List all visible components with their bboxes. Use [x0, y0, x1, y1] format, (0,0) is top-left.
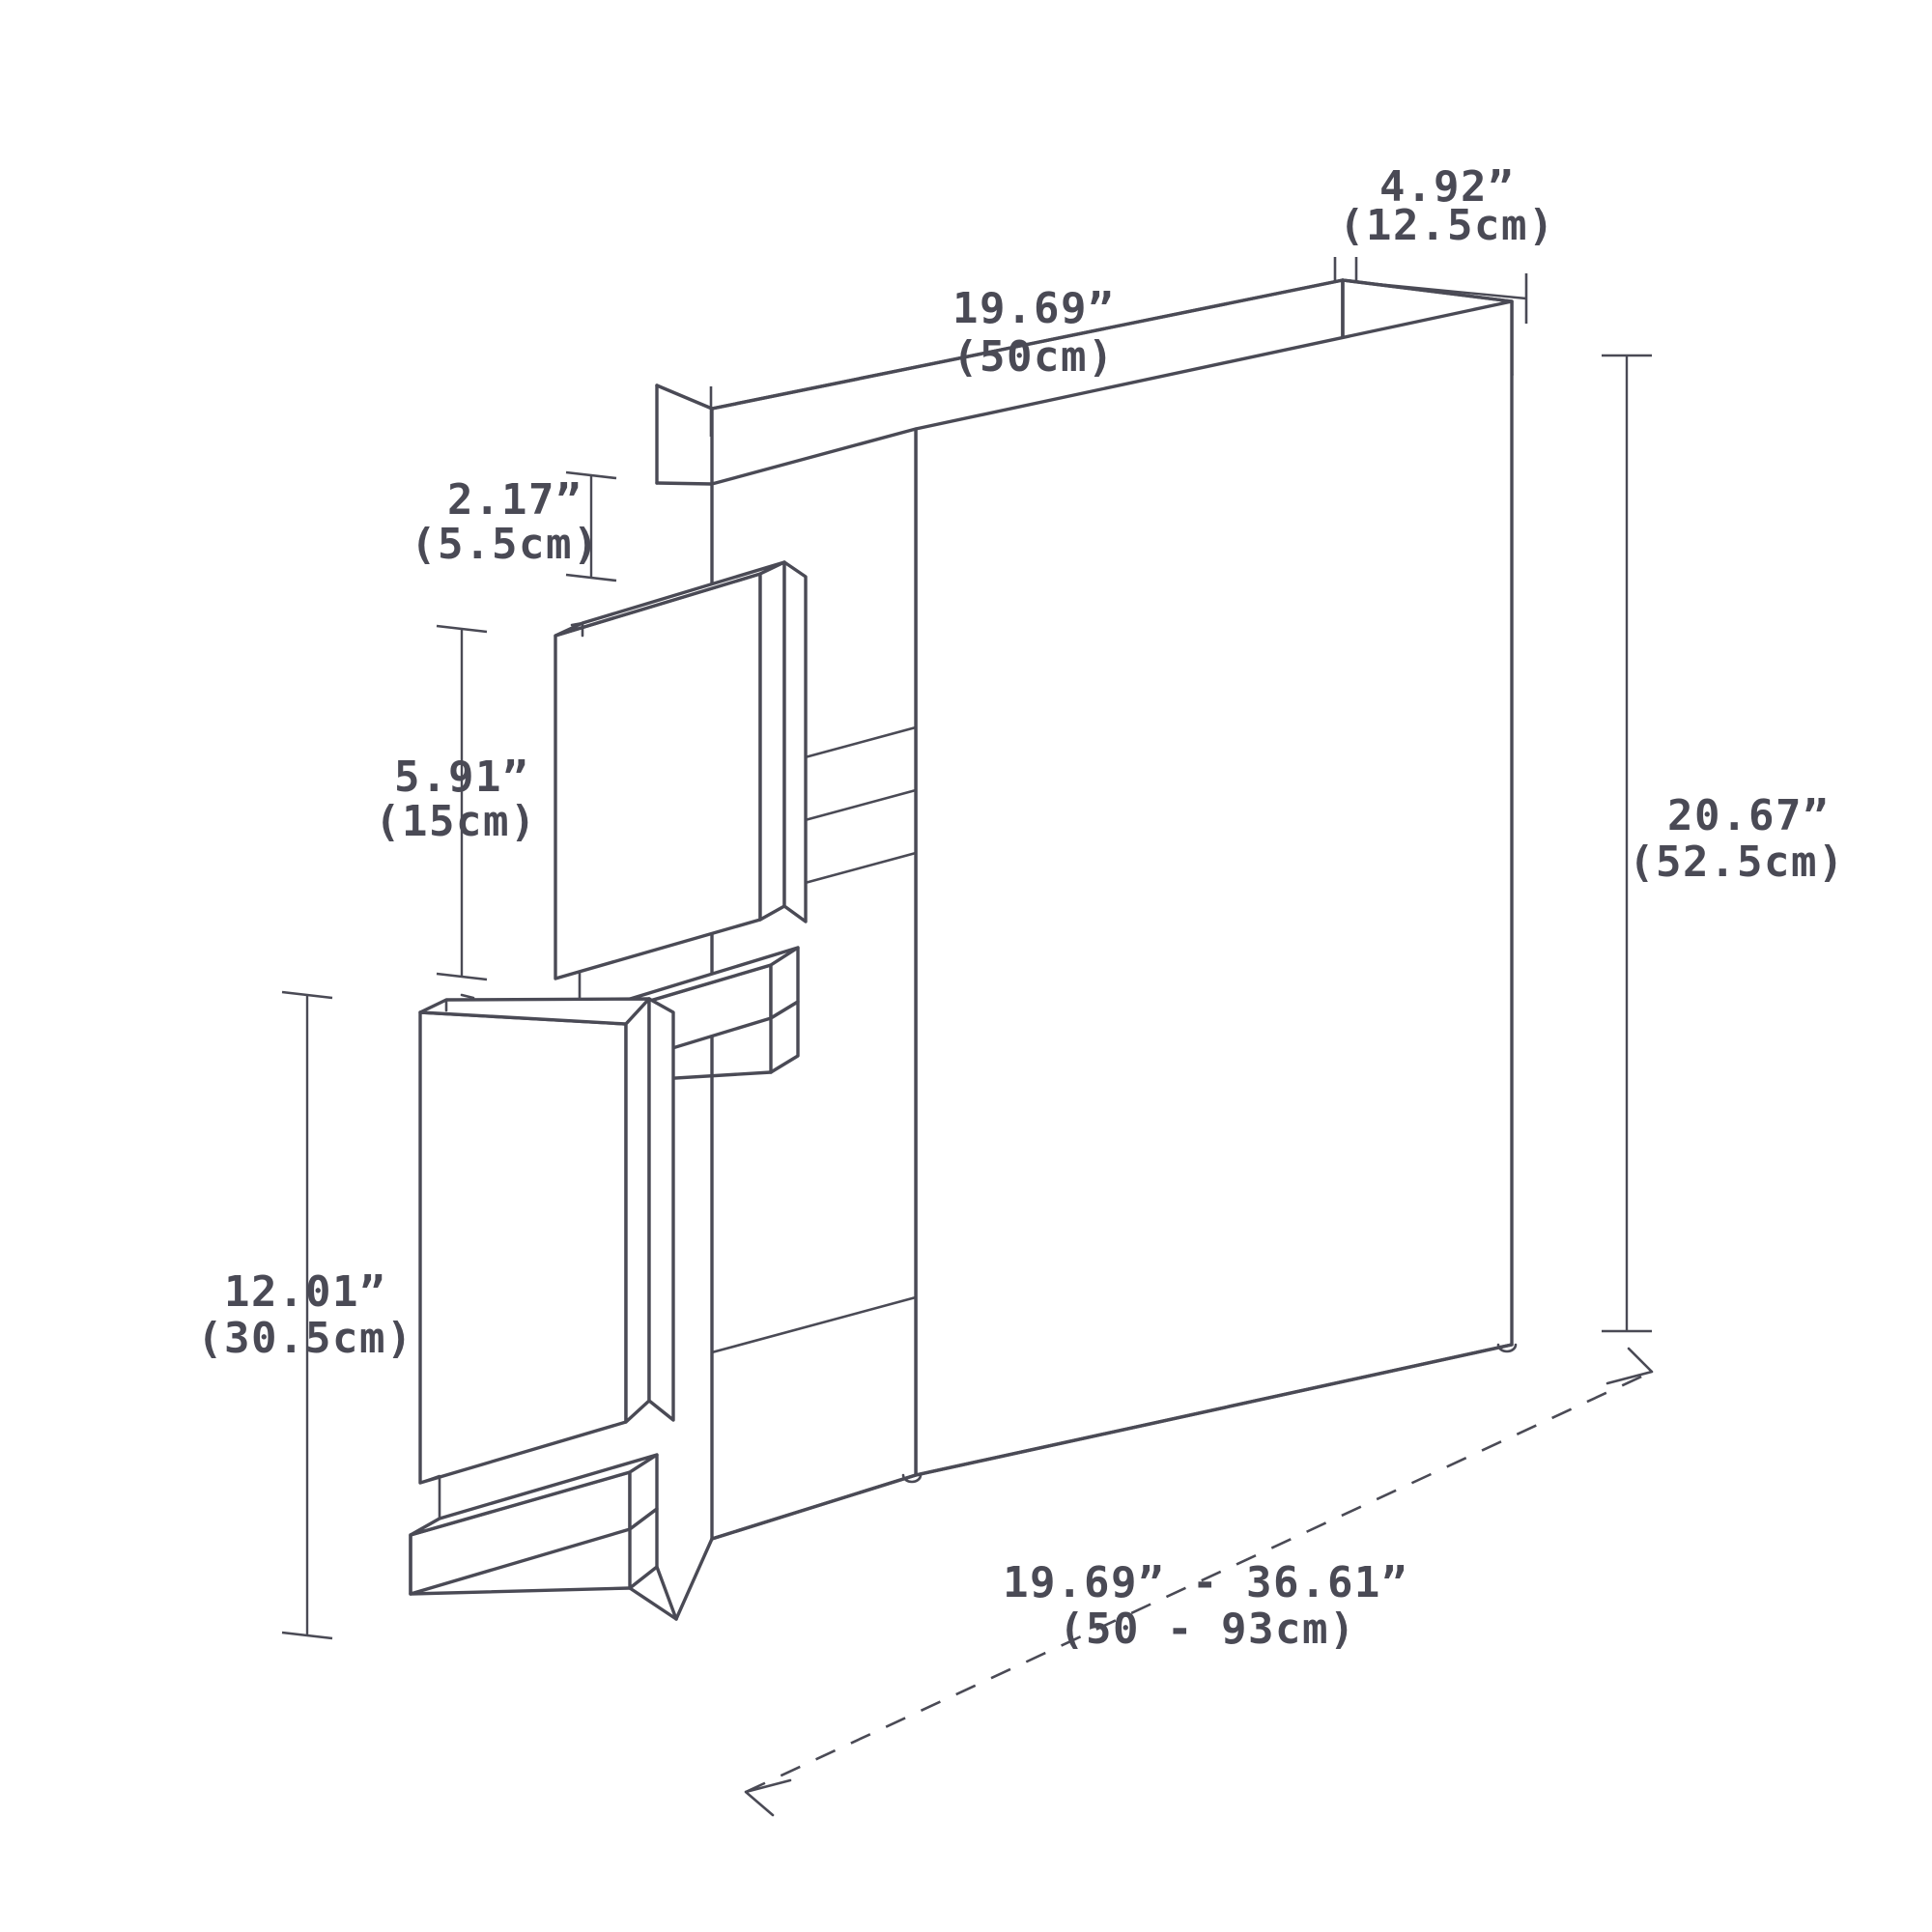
lower-drawer: [409, 993, 714, 1621]
label-middle-drawer-metric: (15cm): [375, 797, 537, 846]
label-top-depth-metric: (12.5cm): [1339, 201, 1555, 250]
label-top-width-metric: (50cm): [952, 332, 1115, 382]
label-middle-drawer-imperial: 5.91”: [394, 753, 529, 802]
label-upper-tray: 2.17” (5.5cm): [411, 475, 600, 569]
label-overall-height: 20.67” (52.5cm): [1629, 791, 1845, 887]
lower-drawer-base-tie: [674, 1537, 714, 1621]
middle-drawer-lip-tick: [570, 621, 584, 627]
body-bottom-edge: [710, 1473, 918, 1541]
middle-drawer-rail-lower-side: [769, 1000, 800, 1074]
middle-drawer-front: [554, 572, 762, 980]
lower-drawer-base-notch: [418, 1474, 441, 1520]
label-top-depth-imperial: 4.92”: [1379, 162, 1515, 212]
label-overall-height-imperial: 20.67”: [1667, 791, 1830, 840]
label-adjustable-depth-imperial: 19.69” - 36.61”: [1003, 1558, 1408, 1607]
middle-drawer-side: [758, 560, 786, 922]
lower-drawer-base-front: [409, 1470, 632, 1596]
lower-drawer-base-corner: [628, 1586, 678, 1621]
shelf-divider-4: [710, 1295, 918, 1354]
dim-overall-height: [1602, 354, 1652, 1333]
label-top-width-imperial: 19.69”: [952, 284, 1115, 333]
lower-drawer-side: [624, 997, 651, 1424]
left-top-bevel: [655, 384, 714, 411]
lower-drawer-front: [418, 1010, 628, 1485]
label-adjustable-depth: 19.69” - 36.61” (50 - 93cm): [1003, 1558, 1408, 1654]
label-lower-drawer-metric: (30.5cm): [197, 1314, 413, 1363]
lower-drawer-base-bottom: [409, 1586, 632, 1596]
dim-adjustable-depth: [744, 1347, 1654, 1817]
cart-main-body: [655, 278, 1518, 1541]
lower-drawer-lip-tick: [460, 993, 475, 1000]
dim-upper-tray: [565, 470, 617, 582]
label-upper-tray-metric: (5.5cm): [411, 520, 600, 569]
lower-drawer-base-corner2: [655, 1565, 678, 1621]
label-overall-height-metric: (52.5cm): [1629, 838, 1845, 887]
lower-drawer-back-edge: [647, 997, 675, 1422]
middle-drawer-back-edge: [782, 560, 808, 923]
label-top-depth: 4.92” (12.5cm): [1339, 162, 1555, 250]
castor-right: [1496, 1343, 1518, 1353]
body-bottom-right-edge: [914, 1343, 1514, 1477]
label-middle-drawer: 5.91” (15cm): [375, 753, 537, 846]
label-lower-drawer-imperial: 12.01”: [224, 1267, 386, 1317]
left-mid-bevel: [655, 481, 714, 486]
dim-middle-drawer: [436, 624, 488, 981]
label-lower-drawer: 12.01” (30.5cm): [197, 1267, 413, 1363]
middle-drawer: [547, 560, 808, 1088]
label-top-width: 19.69” (50cm): [952, 284, 1115, 382]
label-upper-tray-imperial: 2.17”: [447, 475, 582, 525]
right-side-panel: [914, 299, 1514, 1477]
dim-lower-drawer: [281, 990, 333, 1640]
castor-front: [901, 1473, 923, 1484]
label-adjustable-depth-metric: (50 - 93cm): [1059, 1605, 1356, 1654]
